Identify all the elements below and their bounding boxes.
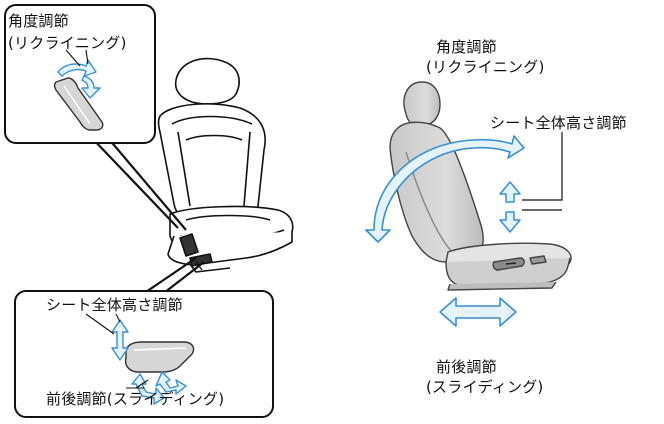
right-recline-label-line1: 角度調節 — [436, 38, 497, 56]
left-recline-label-line2: (リクライニング) — [8, 34, 127, 52]
recline-detail-callout: 角度調節 (リクライニング) — [4, 4, 156, 144]
height-slide-detail-callout: シート全体高さ調節 前後調節(スライディング) — [14, 290, 274, 418]
right-slide-label-line1: 前後調節 — [436, 358, 497, 376]
right-height-arrows — [499, 181, 521, 233]
left-height-label: シート全体高さ調節 — [46, 296, 183, 314]
right-height-label: シート全体高さ調節 — [490, 114, 627, 132]
left-recline-label-line1: 角度調節 — [8, 12, 69, 30]
top-callout-leader — [91, 137, 187, 231]
height-slide-lever-illustration — [85, 313, 195, 405]
recline-lever-illustration — [53, 49, 104, 131]
right-slide-label-line2: (スライディング) — [426, 378, 544, 396]
right-recline-arrow — [365, 135, 525, 243]
right-recline-label-line2: (リクライニング) — [426, 58, 545, 76]
left-seat-outline-drawing — [157, 57, 294, 273]
left-slide-label: 前後調節(スライディング) — [46, 390, 225, 408]
right-height-leader — [522, 132, 563, 211]
right-slide-arrow — [439, 297, 517, 327]
right-seat-drawing — [389, 81, 572, 291]
